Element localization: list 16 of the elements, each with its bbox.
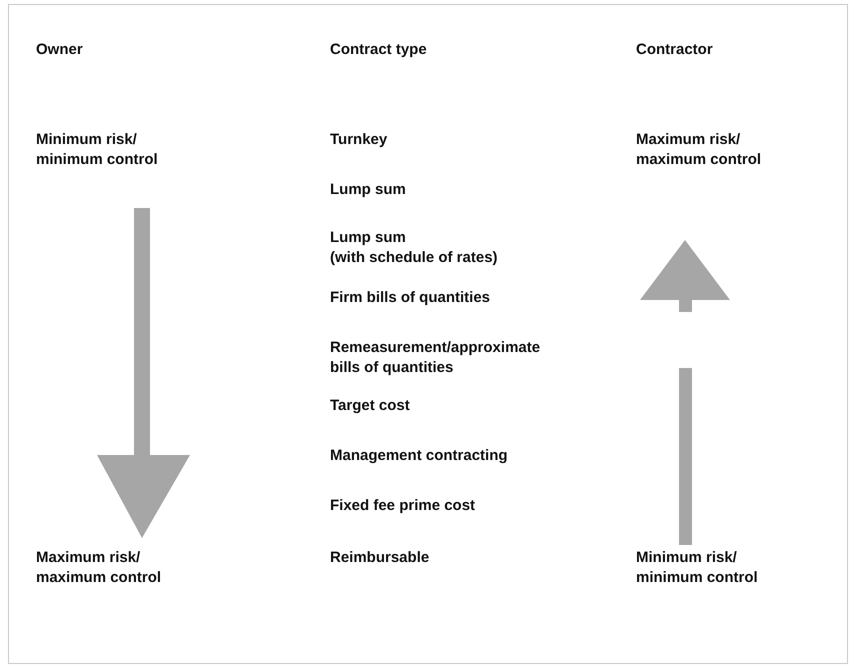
- contract-type-label: Turnkey: [330, 130, 388, 150]
- risk-level-label: Maximum risk/ maximum control: [636, 130, 762, 170]
- risk-level-label: Minimum risk/ minimum control: [36, 130, 158, 170]
- contract-type-label: Lump sum: [330, 180, 406, 200]
- column-heading: Owner: [36, 40, 83, 60]
- contract-type-label: Firm bills of quantities: [330, 288, 490, 308]
- risk-level-label: Maximum risk/ maximum control: [36, 548, 162, 588]
- risk-level-label: Minimum risk/ minimum control: [636, 548, 758, 588]
- contract-type-label: Remeasurement/approximate bills of quantities: [330, 338, 540, 378]
- contract-type-label: Fixed fee prime cost: [330, 496, 476, 516]
- contract-type-label: Target cost: [330, 396, 410, 416]
- contract-type-label: Reimbursable: [330, 548, 430, 568]
- contract-type-label: Lump sum (with schedule of rates): [330, 228, 498, 268]
- contract-type-label: Management contracting: [330, 446, 508, 466]
- column-heading: Contractor: [636, 40, 713, 60]
- column-heading: Contract type: [330, 40, 427, 60]
